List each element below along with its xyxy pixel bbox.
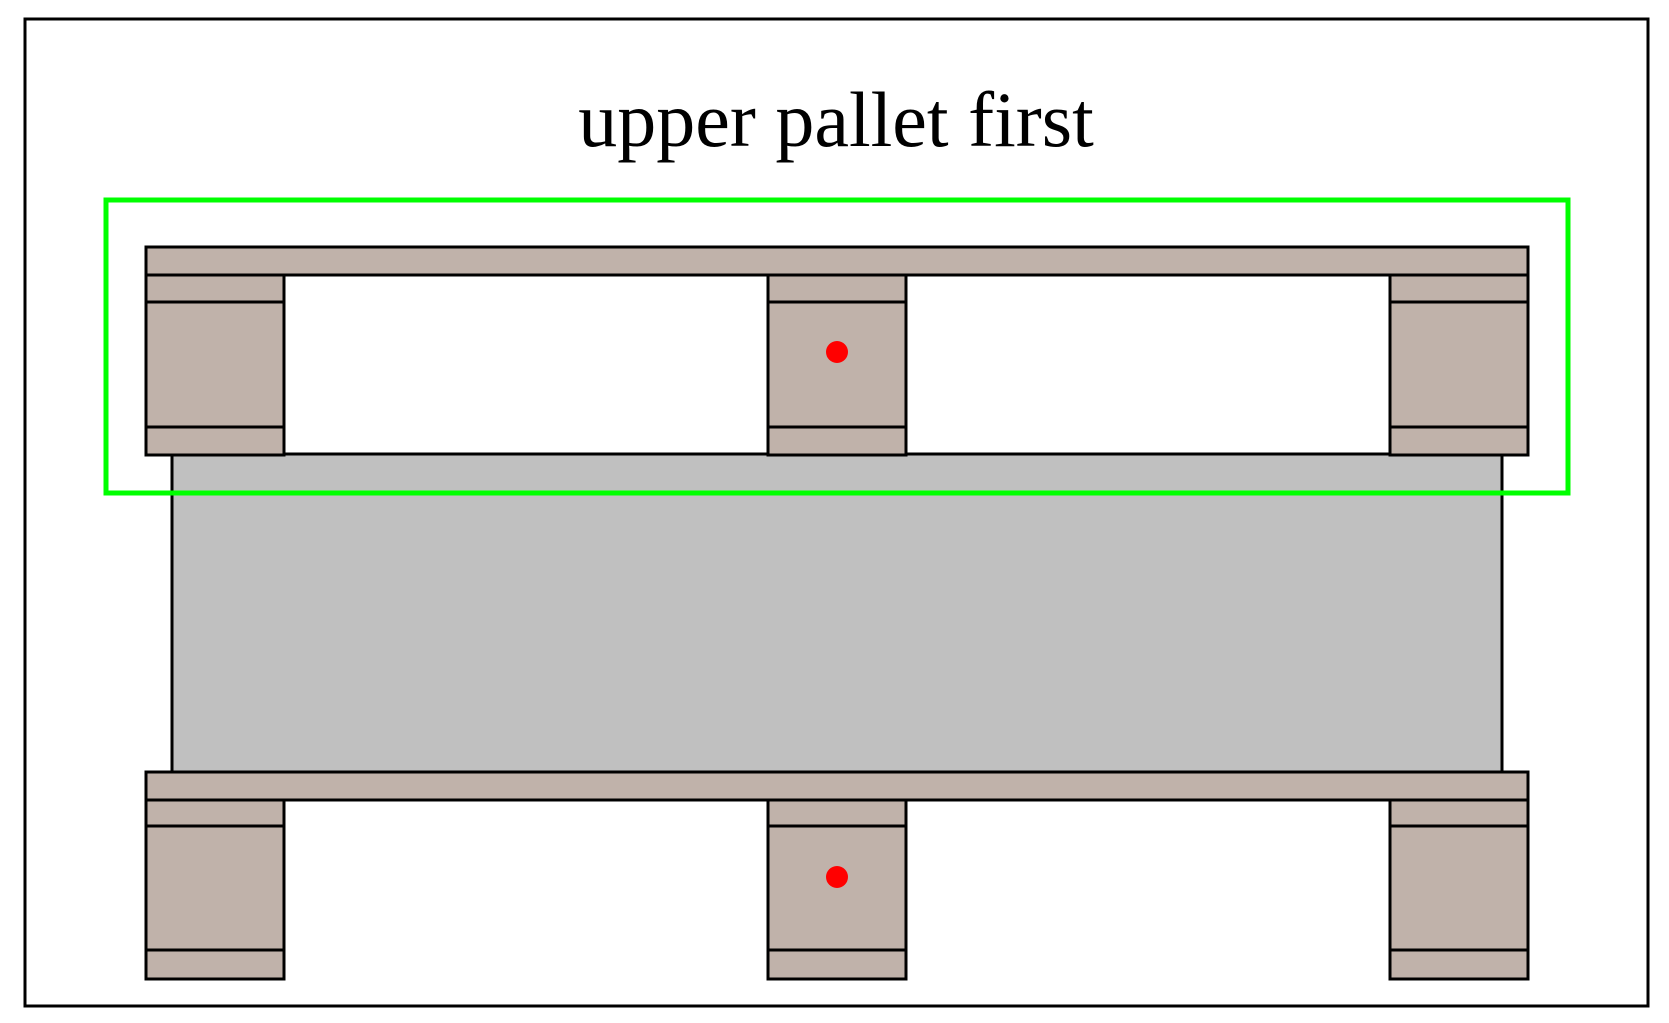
- upper-pallet-block-left: [144, 273, 286, 457]
- load-box: [170, 452, 1504, 776]
- lower-pallet-block-left: [144, 798, 286, 981]
- lower-pallet: [144, 770, 1530, 981]
- lower-pallet-block-center: [766, 798, 908, 981]
- lower-pallet-center-marker: [826, 866, 848, 888]
- lower-pallet-top-board: [144, 770, 1530, 802]
- diagram-title: upper pallet first: [578, 76, 1094, 163]
- upper-pallet: [144, 245, 1530, 457]
- upper-pallet-block-center: [766, 273, 908, 457]
- lower-pallet-block-right: [1388, 798, 1530, 981]
- upper-pallet-top-board: [144, 245, 1530, 277]
- upper-pallet-highlight-box: [103, 197, 1571, 496]
- upper-pallet-block-right: [1388, 273, 1530, 457]
- upper-pallet-center-marker: [826, 341, 848, 363]
